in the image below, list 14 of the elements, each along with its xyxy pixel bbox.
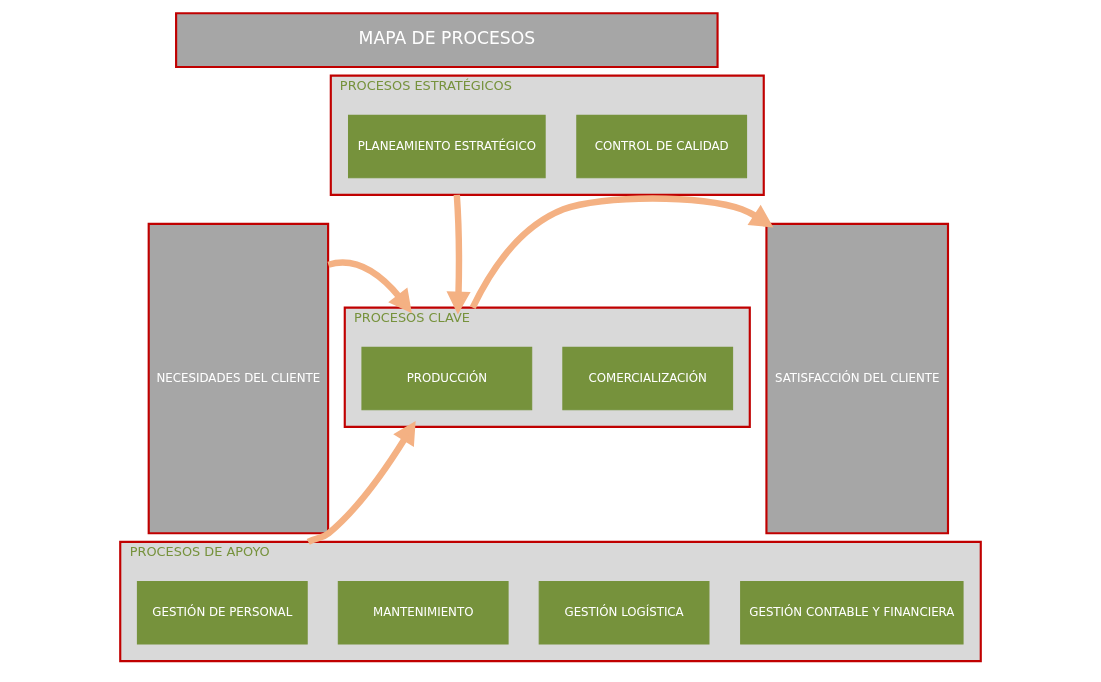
- node-box: GESTIÓN LOGÍSTICA: [538, 580, 710, 644]
- node-box: PRODUCCIÓN: [361, 346, 533, 410]
- node-box: GESTIÓN CONTABLE Y FINANCIERA: [740, 580, 964, 644]
- node-box: COMERCIALIZACIÓN: [562, 346, 734, 410]
- node-box: MAPA DE PROCESOS: [175, 11, 719, 68]
- node-box: PLANEAMIENTO ESTRATÉGICO: [348, 114, 546, 178]
- node-box: SATISFACCIÓN DEL CLIENTE: [765, 222, 950, 534]
- arrow: [327, 258, 412, 313]
- node-box: CONTROL DE CALIDAD: [576, 114, 748, 178]
- arrow: [446, 194, 471, 315]
- node-box: GESTIÓN DE PERSONAL: [136, 580, 308, 644]
- node-box: MANTENIMIENTO: [337, 580, 509, 644]
- arrow: [469, 194, 774, 309]
- node-box: NECESIDADES DEL CLIENTE: [147, 222, 330, 534]
